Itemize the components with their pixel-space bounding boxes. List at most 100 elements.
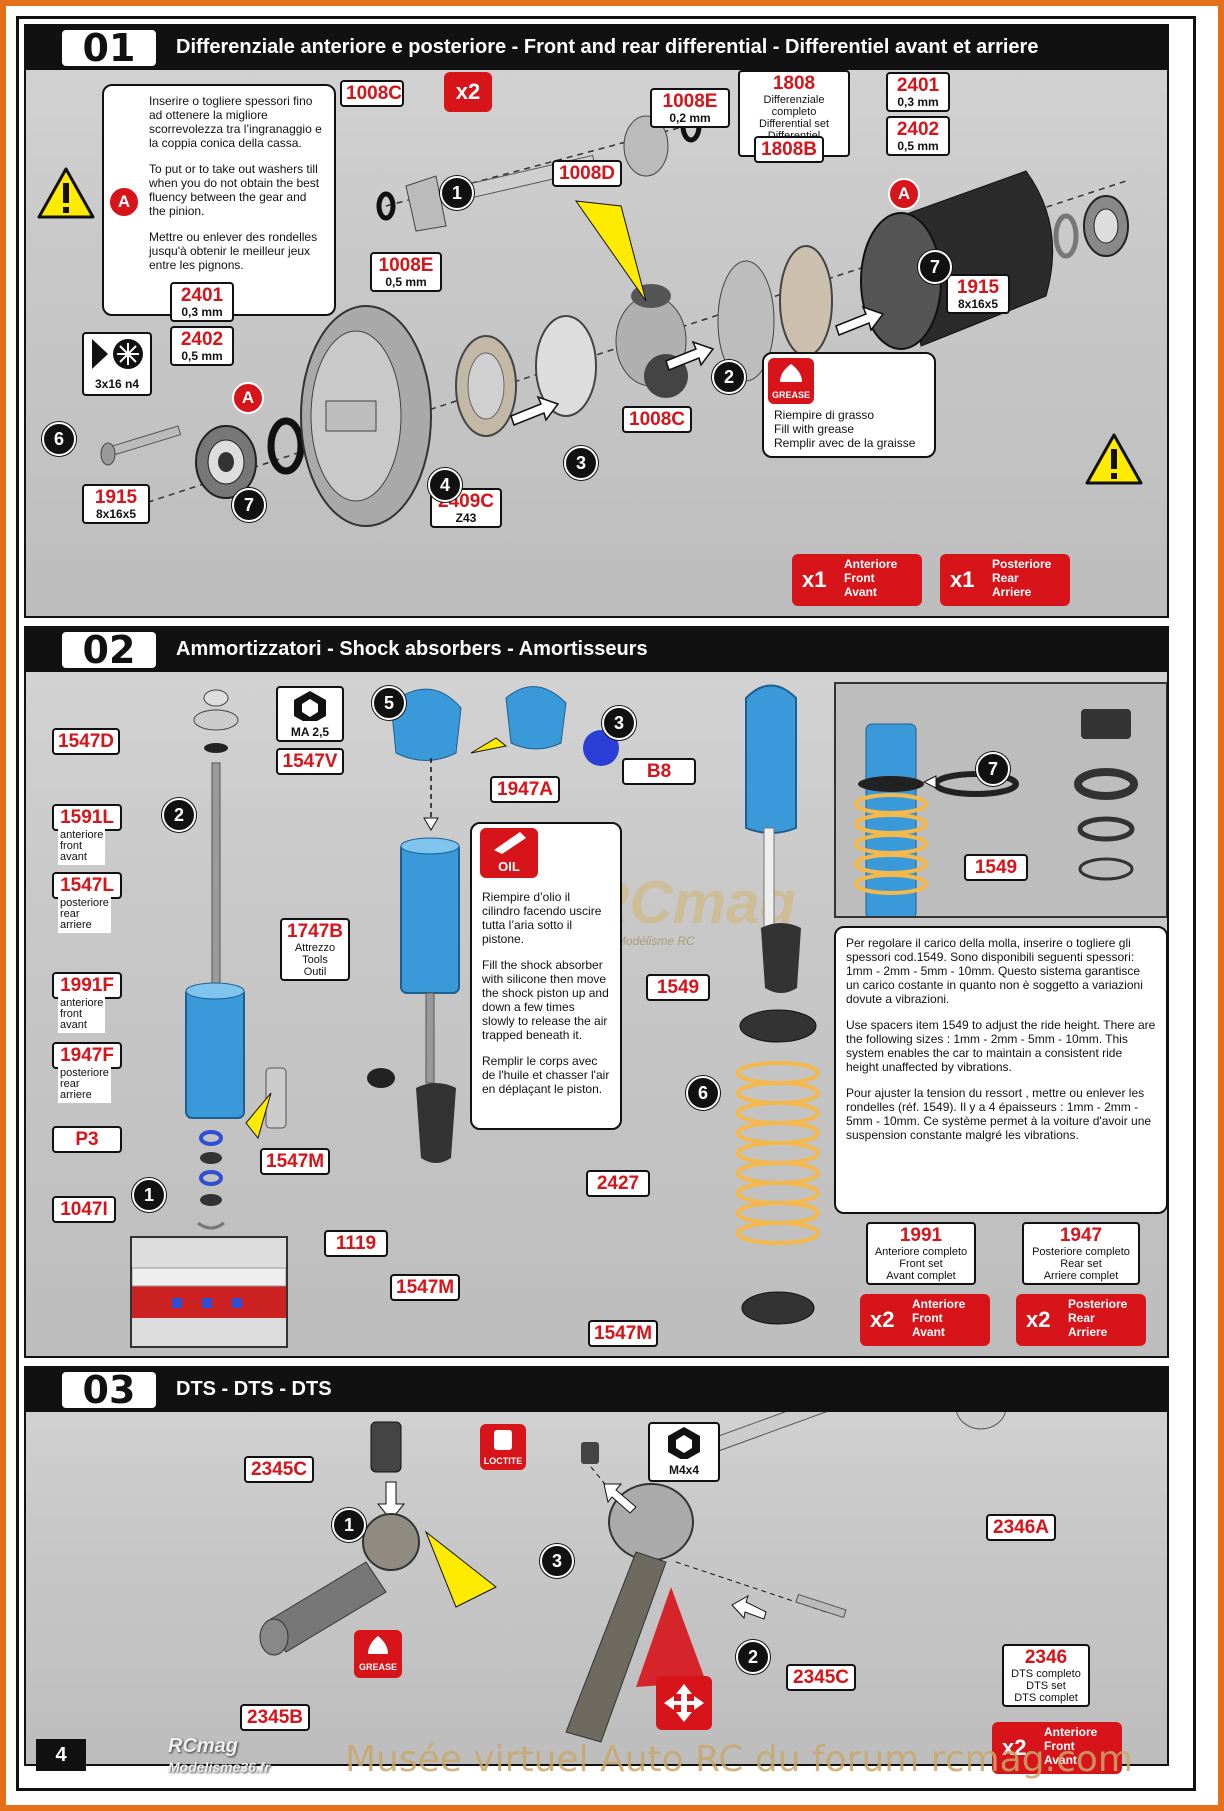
tool-spec-box: M4x4 <box>648 1422 720 1482</box>
tag-1549-a: 1549 <box>646 974 710 1001</box>
grease-note-it: Riempire di grasso <box>774 408 875 422</box>
section-number: 01 <box>62 29 156 67</box>
screw-head-icon <box>92 339 143 369</box>
museum-watermark: Musée virtuel Auto RC du forum rcmag.com <box>345 1739 1133 1780</box>
tag-1119: 1119 <box>324 1230 388 1257</box>
step-3: 3 <box>564 446 598 480</box>
step-7: 7 <box>918 250 952 284</box>
note-it: Inserire o togliere spessori fino ad ott… <box>149 94 322 150</box>
tag-1547m-a: 1547M <box>260 1148 330 1175</box>
tag-1547l: 1547L <box>52 872 122 899</box>
section-differential: 01 Differenziale anteriore e posteriore … <box>24 24 1169 618</box>
step-1: 1 <box>332 1508 366 1542</box>
dts-exploded-view <box>259 1412 1006 1743</box>
badge-a: A <box>232 382 264 414</box>
step-6: 6 <box>42 422 76 456</box>
step-7: 7 <box>976 752 1010 786</box>
badge-a: A <box>888 178 920 210</box>
step-2: 2 <box>712 360 746 394</box>
tag-2346a: 2346A <box>986 1514 1056 1541</box>
tag-1547v: 1547V <box>276 748 344 775</box>
hex-socket-icon <box>668 1427 700 1461</box>
tag-1591l: 1591L <box>52 804 122 831</box>
grease-icon: GREASE <box>354 1630 402 1678</box>
tag-1008c-bottom: 1008C <box>622 406 692 433</box>
tag-1947f: 1947F <box>52 1042 122 1069</box>
tag-1047i: 1047I <box>52 1196 116 1223</box>
loctite-icon: LOCTITE <box>480 1424 526 1470</box>
oil-note-fr: Remplir le corps avec de l'huile et chas… <box>482 1054 610 1096</box>
spring-note-fr: Pour ajuster la tension du ressort , met… <box>846 1086 1152 1142</box>
badge-a: A <box>108 186 140 218</box>
spacer-inset-drawing <box>854 709 1138 920</box>
grease-note-fr: Remplir avec de la graisse <box>774 436 916 450</box>
tag-1547d: 1547D <box>52 728 120 755</box>
hex-socket-icon <box>294 691 326 725</box>
chassis-detail-photo <box>130 1236 288 1348</box>
oil-icon-label: OIL <box>498 859 520 874</box>
section-dts: 03 DTS - DTS - DTS LOCTITE M4x4 GREASE <box>24 1366 1169 1766</box>
tag-1947a: 1947A <box>490 776 560 803</box>
section-header: 03 DTS - DTS - DTS <box>26 1368 1167 1412</box>
step-4: 4 <box>428 468 462 502</box>
step-7: 7 <box>232 488 266 522</box>
tag-2345c-b: 2345C <box>786 1664 856 1691</box>
tag-p3: P3 <box>52 1126 122 1153</box>
loctite-icon-label: LOCTITE <box>483 1456 523 1466</box>
step-6: 6 <box>686 1076 720 1110</box>
shock-exploded-view <box>185 684 820 1325</box>
section-number: 03 <box>62 1371 156 1409</box>
section-number: 02 <box>62 631 156 669</box>
page-number: 4 <box>36 1739 86 1771</box>
grease-icon-label: GREASE <box>358 1662 397 1672</box>
tag-1991f: 1991F <box>52 972 122 999</box>
tag-1808b: 1808B <box>754 136 824 163</box>
screw-spec-box: 3x16 n4 <box>82 332 152 396</box>
x2-badge: x2 <box>444 72 492 112</box>
tag-1008c-top: 1008C <box>340 80 404 107</box>
tag-1008d: 1008D <box>552 160 622 187</box>
differential-exploded-view <box>100 109 1129 527</box>
tag-1547m-b: 1547M <box>390 1274 460 1301</box>
step-5: 5 <box>372 686 406 720</box>
step-2: 2 <box>736 1640 770 1674</box>
oil-note: Riempire d’olio il cilindro facendo usci… <box>470 822 622 1130</box>
step-2: 2 <box>162 798 196 832</box>
grease-icon-label: GREASE <box>771 390 810 400</box>
tag-1549-b: 1549 <box>964 854 1028 881</box>
grease-note-en: Fill with grease <box>774 422 855 436</box>
note-en: To put or to take out washers till when … <box>149 162 320 218</box>
section-header: 01 Differenziale anteriore e posteriore … <box>26 26 1167 70</box>
step-3: 3 <box>602 706 636 740</box>
section-title: Ammortizzatori - Shock absorbers - Amort… <box>176 638 648 660</box>
washer-instruction-note: Inserire o togliere spessori fino ad ott… <box>102 84 336 316</box>
spring-preload-note: Per regolare il carico della molla, inse… <box>834 926 1167 1214</box>
section-header: 02 Ammortizzatori - Shock absorbers - Am… <box>26 628 1167 672</box>
step-1: 1 <box>132 1178 166 1212</box>
step-3: 3 <box>540 1544 574 1578</box>
tool-spec-box: MA 2,5 <box>276 686 344 742</box>
section-title: Differenziale anteriore e posteriore - F… <box>176 36 1039 58</box>
tag-b8: B8 <box>622 758 696 785</box>
oil-note-it: Riempire d’olio il cilindro facendo usci… <box>482 890 602 946</box>
move-arrows-icon <box>656 1676 712 1730</box>
section-title: DTS - DTS - DTS <box>176 1378 332 1400</box>
note-fr: Mettre ou enlever des rondelles jusqu'à … <box>149 230 318 272</box>
warning-icon <box>1085 433 1143 485</box>
